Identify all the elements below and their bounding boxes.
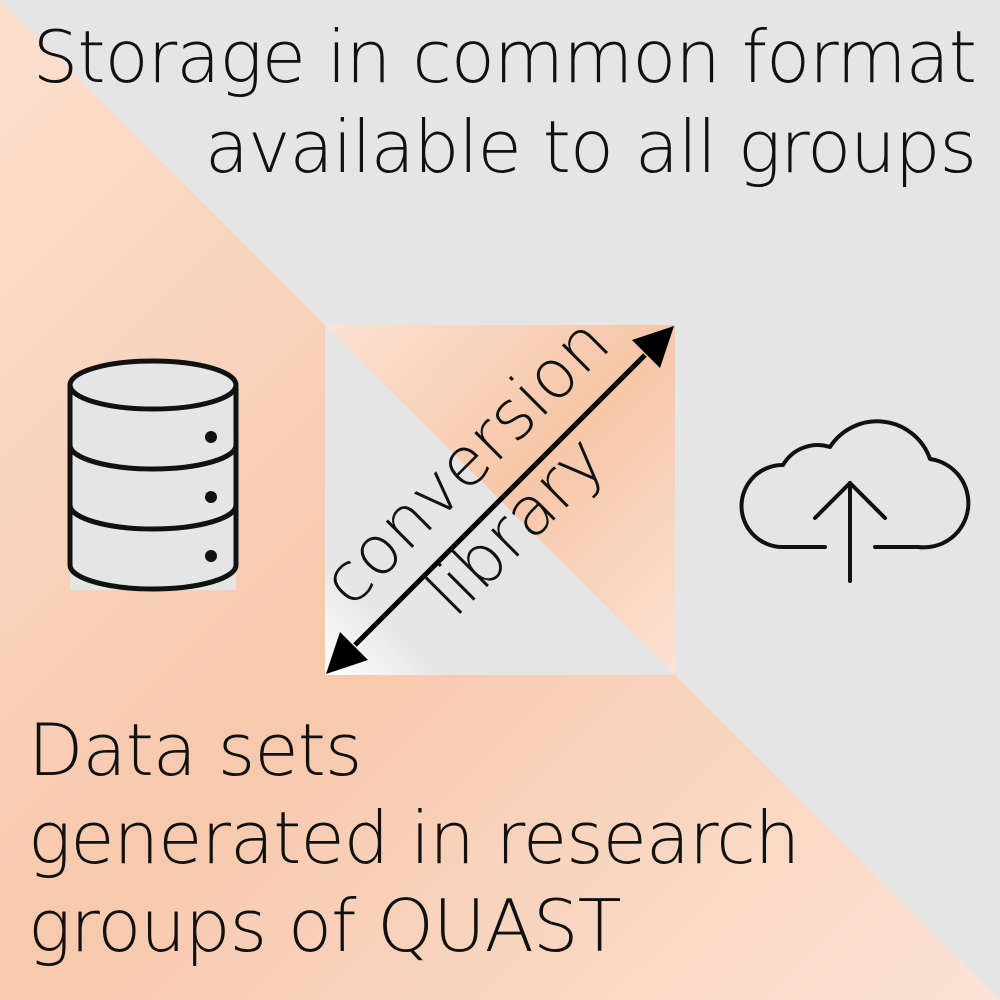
storage-caption-line2: available to all groups (204, 105, 977, 189)
datasets-caption-line3: groups of QUAST (28, 884, 622, 968)
cloud-upload-icon (739, 419, 971, 583)
storage-caption: Storage in common format available to al… (32, 12, 977, 192)
datasets-caption: Data sets generated in research groups o… (28, 706, 800, 970)
datasets-caption-line1: Data sets (28, 708, 362, 792)
storage-caption-line1: Storage in common format (32, 15, 977, 99)
double-arrow-icon (326, 326, 674, 674)
datasets-caption-line2: generated in research (28, 796, 800, 880)
database-icon (67, 358, 239, 592)
